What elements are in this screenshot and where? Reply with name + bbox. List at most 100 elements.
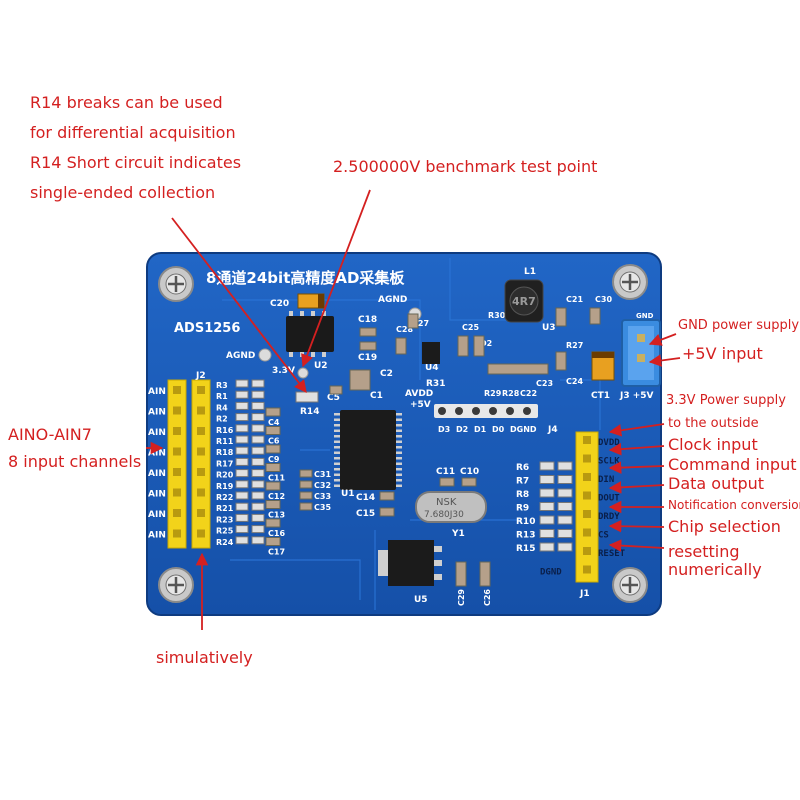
d-pin-label: D3 [438, 425, 450, 434]
r31-label: R31 [426, 379, 445, 389]
resistor [251, 446, 265, 455]
resistor-label: R25 [216, 527, 234, 536]
j4-label: J4 [547, 425, 558, 435]
resistor-label: R17 [216, 459, 233, 468]
resistor [235, 536, 249, 545]
j2-pin [173, 468, 181, 476]
resistor-label: R18 [216, 448, 234, 457]
resistor [539, 502, 555, 511]
j1-label: J1 [579, 589, 590, 599]
board-title: 8通道24bit高精度AD采集板 [206, 269, 405, 287]
j3-pin1 [637, 334, 645, 342]
mounting-hole-tl [158, 266, 194, 302]
resistor [539, 542, 555, 552]
resistor-label: R19 [216, 482, 234, 491]
j1-pin [583, 565, 591, 574]
j1-pin [583, 547, 591, 555]
cap-c14 [379, 491, 395, 501]
resistor [251, 513, 265, 522]
u1-pin [334, 440, 340, 443]
capacitor [265, 407, 281, 417]
u1-pin [334, 451, 340, 454]
c30-label: C30 [595, 295, 612, 304]
c1-label: C1 [370, 391, 383, 401]
u1-pin [396, 468, 402, 471]
u3-label: U3 [542, 323, 556, 333]
notify-note: Notification conversion [668, 498, 800, 512]
resistor [235, 480, 249, 489]
resistor [539, 475, 555, 484]
resistor-label: R2 [216, 415, 228, 424]
r14-note-line3: R14 Short circuit indicates [30, 153, 242, 172]
reset-note-line2: numerically [668, 560, 762, 579]
u1-pin [396, 473, 402, 476]
resistor [235, 413, 249, 422]
l1-label: L1 [524, 267, 536, 277]
r14-note-line2: for differential acquisition [30, 123, 236, 142]
plus5v-note: +5V input [682, 344, 763, 363]
arrow-gnd [648, 333, 677, 346]
c15-label: C15 [356, 509, 375, 519]
j2-pin [173, 488, 181, 497]
c24-label: C24 [566, 377, 583, 386]
j2-pin [197, 427, 205, 435]
u5-label: U5 [414, 595, 428, 605]
j2-pin [173, 509, 181, 517]
agnd-left-label: AGND [226, 351, 255, 361]
resistor-label: R20 [216, 471, 234, 480]
j2-pin [173, 427, 181, 435]
capacitor [299, 491, 313, 500]
capacitor-label: C31 [314, 470, 331, 479]
simultaneous-note: simulatively [156, 648, 253, 667]
resistor-label: R4 [216, 403, 228, 412]
u1-pin [334, 446, 340, 449]
resistor [235, 390, 249, 399]
header-j2-right [191, 379, 211, 549]
c26-label: C26 [483, 589, 492, 606]
d-pin-label: D1 [474, 425, 487, 434]
resistor [235, 457, 249, 466]
resistor [251, 457, 265, 466]
u1-pin [396, 429, 402, 432]
u1-pin [396, 457, 402, 460]
j4-pad [506, 407, 514, 415]
resistor-r14 [295, 391, 319, 403]
resistor [235, 513, 249, 522]
capacitor-label: C9 [268, 455, 280, 464]
capacitor [265, 500, 281, 509]
j2-pin [197, 488, 205, 497]
j2-pin [197, 529, 205, 538]
resistor-label: R16 [216, 426, 234, 435]
supply33-note: 3.3V Power supply [666, 393, 786, 408]
resistor [235, 401, 249, 410]
resistor [539, 529, 555, 538]
resistor [557, 515, 573, 525]
r27-label: R27 [566, 341, 583, 350]
capacitor-label: C6 [268, 437, 280, 446]
capacitor-label: C16 [268, 529, 285, 538]
u1-pin [334, 429, 340, 432]
mounting-hole-tr [612, 264, 648, 300]
agnd-left-pad [258, 348, 272, 362]
j1-pin-label: DOUT [598, 494, 620, 504]
u2-label: U2 [314, 361, 328, 371]
resistor-label: R10 [516, 517, 535, 527]
resistor-label: R7 [516, 477, 529, 487]
u1-pin [396, 479, 402, 482]
j1-pin-label: DVDD [598, 438, 620, 448]
ain-label: AIN [148, 510, 166, 520]
u1-pin [396, 484, 402, 487]
clock-note: Clock input [668, 435, 758, 454]
regulator-u5 [388, 540, 434, 586]
agnd-top-label: AGND [378, 295, 407, 305]
capacitor-label: C17 [268, 548, 285, 557]
r14-note-line1: R14 breaks can be used [30, 93, 223, 112]
capacitor [265, 426, 281, 435]
misc-smd-parts [329, 307, 601, 395]
ain-label: AIN [148, 469, 166, 479]
crystal-freq: 7.680J30 [424, 510, 464, 520]
arrow-r14 [171, 217, 307, 393]
c11-top-label: C11 [436, 467, 455, 477]
j3-pin2 [637, 354, 645, 362]
